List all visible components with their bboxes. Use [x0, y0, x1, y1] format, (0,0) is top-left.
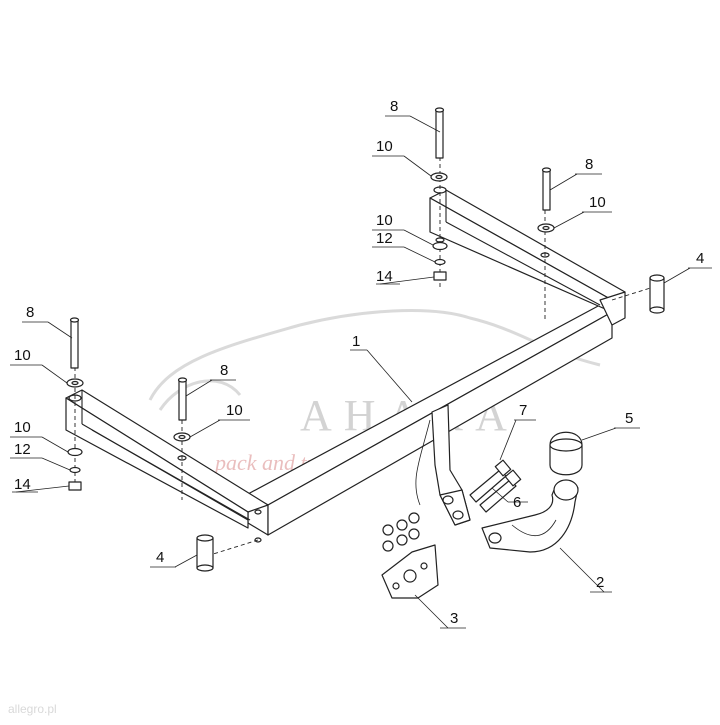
label-part-8-a: 8 [390, 98, 398, 115]
watermark-car-outline [148, 309, 601, 401]
plate-nuts [382, 512, 420, 552]
label-part-10-b: 10 [589, 194, 606, 211]
spacer-tube-left [196, 534, 214, 572]
label-part-14-b: 14 [14, 476, 31, 493]
callouts: 1 2 3 4 4 5 6 7 8 8 [10, 98, 712, 629]
label-part-2: 2 [596, 574, 604, 591]
bolts-6-7 [469, 459, 522, 513]
label-part-10-c: 10 [376, 212, 393, 229]
spacer-tube-right [649, 274, 665, 314]
label-part-10-a: 10 [376, 138, 393, 155]
bolt-8-group-right-b [537, 167, 555, 233]
label-part-3: 3 [450, 610, 458, 627]
label-part-10-d: 10 [14, 347, 31, 364]
mount-bracket [415, 404, 471, 526]
label-part-6: 6 [513, 494, 521, 511]
bolt-8-group-right-a [430, 107, 448, 182]
label-part-8-b: 8 [585, 156, 593, 173]
label-part-4-right: 4 [696, 250, 704, 267]
label-part-12-b: 12 [14, 441, 31, 458]
label-part-10-e: 10 [226, 402, 243, 419]
label-part-5: 5 [625, 410, 633, 427]
watermark-car-wheel [158, 379, 242, 411]
label-part-12-a: 12 [376, 230, 393, 247]
label-part-8-c: 8 [26, 304, 34, 321]
lower-fasteners-right [432, 241, 448, 281]
callout-line-1 [366, 349, 413, 403]
tow-ball [549, 431, 583, 501]
label-part-1: 1 [352, 333, 360, 350]
label-part-7: 7 [519, 402, 527, 419]
socket-plate [381, 544, 439, 599]
label-part-8-d: 8 [220, 362, 228, 379]
corner-watermark: allegro.pl [8, 702, 57, 716]
label-part-10-f: 10 [14, 419, 31, 436]
label-part-14-a: 14 [376, 268, 393, 285]
lower-fasteners-left [67, 447, 83, 491]
label-part-4-left: 4 [156, 549, 164, 566]
tow-ball-neck [481, 484, 579, 553]
